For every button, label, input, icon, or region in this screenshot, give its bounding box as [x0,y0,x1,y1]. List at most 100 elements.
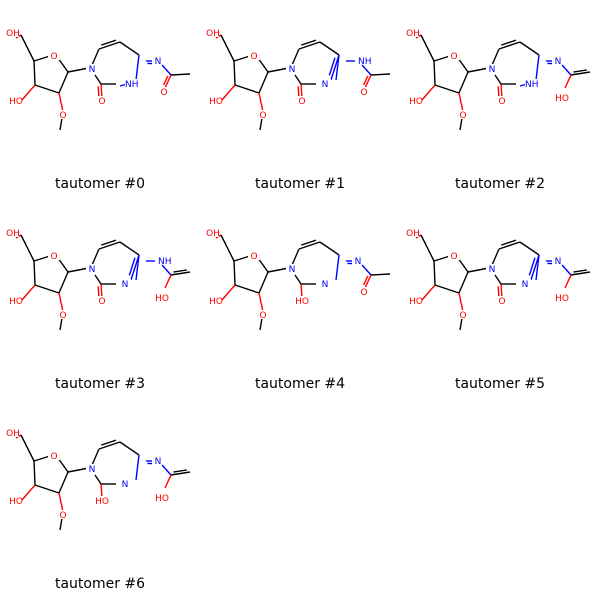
ring-n1-label: N [289,65,296,75]
carbonyl-bond-line [364,74,372,89]
hydroxyl-label: OH [6,29,20,39]
ring-double-bond-line [128,257,136,276]
bond-line [220,234,235,262]
hydroxyl-label: HO [209,97,223,107]
ring-double-bond-line [328,57,336,76]
bond-line [561,264,572,276]
ring-oxygen-label: O [250,52,257,62]
carbonyl-bond-line [97,86,100,97]
bond-line [457,257,469,273]
double-bond-line [98,241,121,250]
bond-line [67,467,90,473]
ring-n1-label: N [489,65,496,75]
bond-line [21,284,36,301]
methoxy-oxygen-label: O [459,111,466,121]
ring-n1-label: N [489,265,496,275]
bond-line [170,73,191,76]
exocyclic-n-label: NH [158,257,172,267]
ring-oxygen-label: O [50,452,57,462]
vinyl-bond-line [570,271,591,276]
double-bond-line [500,39,517,46]
tautomer-caption: tautomer #5 [454,376,546,392]
bond-line [119,441,140,456]
bond-line [335,254,340,281]
carbonyl-bond-line [362,275,369,286]
vinyl-bond-line [173,269,187,273]
bond-line [519,241,540,256]
bond-line [21,484,36,501]
bond-line [433,255,451,262]
tautomer-caption: tautomer #3 [54,376,146,392]
bond-line [300,283,303,299]
ring-n-label: N [122,480,129,490]
carbonyl-oxygen-label: O [360,88,367,98]
carbonyl-oxygen-label: O [160,88,167,98]
ring-oxygen-label: O [450,252,457,262]
ring-oxygen-label: O [450,52,457,62]
enol-hydroxyl-label: HO [155,494,169,504]
vinyl-bond-line [573,69,587,73]
bond-line [34,84,60,94]
double-bond-line [498,41,521,50]
carbonyl-bond-line [164,74,172,89]
bond-line [233,260,236,286]
bond-line [433,60,436,86]
bond-line [33,455,51,462]
exocyclic-n-label: N [355,257,362,267]
bond-line [257,257,269,273]
bond-line [234,284,260,294]
bond-line [535,254,540,281]
carbonyl-bond-line [500,283,503,299]
ring-double-bond-line [330,54,340,81]
ring-n1-label: N [289,265,296,275]
tautomer-caption: tautomer #0 [54,176,146,192]
bond-line [58,271,69,294]
bond-line [161,264,172,276]
vinyl-bond-line [173,469,187,473]
bond-line [58,292,64,313]
bond-line [433,55,451,62]
bond-line [467,267,490,273]
bond-line [361,264,372,276]
bond-line [100,483,103,499]
bond-line [94,474,102,485]
bond-line [291,48,300,66]
double-bond-line [498,241,521,250]
bond-line [94,274,102,285]
carbonyl-bond-line [100,283,103,299]
vinyl-bond-line [170,471,191,476]
carbonyl-bond-line [100,83,103,99]
ring-hydroxyl-label: HO [95,497,109,507]
bond-line [258,92,264,113]
bond-line [234,84,260,94]
bond-line [561,64,572,76]
bond-line [233,255,251,262]
bond-line [458,92,464,113]
hydroxyl-label: OH [6,229,20,239]
bond-line [21,84,36,101]
ring-oxygen-label: O [50,252,57,262]
ring-nh-label: NH [125,80,139,90]
bond-line [58,471,69,494]
carbonyl-bond-line [364,274,372,289]
double-bond-line [298,241,321,250]
bond-line [135,254,140,281]
bond-line [164,274,172,289]
bond-line [57,457,69,473]
bond-line [494,274,502,285]
bond-line [291,248,300,266]
bond-line [221,84,236,101]
double-bond-line [298,41,321,50]
hydroxyl-label: HO [9,97,23,107]
hydroxyl-label: HO [9,497,23,507]
enol-hydroxyl-label: HO [555,94,569,104]
bond-line [564,274,572,289]
bond-line [119,41,140,56]
ring-oxygen-label: O [498,297,505,307]
bond-line [494,74,502,85]
ring-n-label: N [322,280,329,290]
